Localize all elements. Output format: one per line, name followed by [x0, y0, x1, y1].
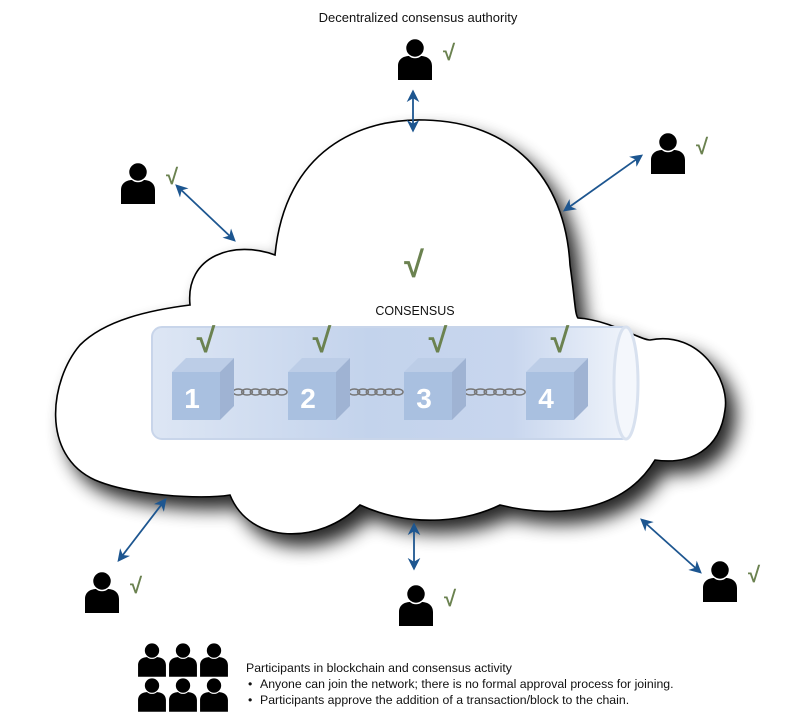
- person-icon: [137, 677, 167, 713]
- consensus-label: CONSENSUS: [375, 304, 454, 318]
- arrow-upper-left: [175, 184, 236, 242]
- legend-bullet: Anyone can join the network; there is no…: [246, 676, 674, 692]
- person-icon: [84, 570, 120, 614]
- participant-bottom-center: √: [398, 583, 457, 627]
- block-3: 3√: [404, 322, 466, 420]
- legend-heading: Participants in blockchain and consensus…: [246, 661, 512, 675]
- participants: √√√√√√: [84, 37, 761, 627]
- block-front-face: [526, 372, 574, 420]
- person-icon: [137, 642, 167, 678]
- participant-check-icon: √: [443, 40, 456, 65]
- block-number: 4: [538, 383, 554, 414]
- block-check-icon: √: [313, 322, 332, 360]
- participant-lower-right: √: [702, 559, 761, 603]
- participant-check-icon: √: [166, 164, 179, 189]
- person-icon: [398, 583, 434, 627]
- block-side-face: [220, 358, 234, 420]
- person-icon: [168, 642, 198, 678]
- participant-upper-left: √: [120, 161, 179, 205]
- block-front-face: [288, 372, 336, 420]
- block-check-icon: √: [551, 322, 570, 360]
- block-number: 2: [300, 383, 316, 414]
- person-icon: [397, 37, 433, 81]
- blocks-group: 1√2√3√4√: [172, 322, 588, 420]
- block-check-icon: √: [197, 322, 216, 360]
- block-top-face: [404, 358, 466, 372]
- block-front-face: [172, 372, 220, 420]
- participant-upper-right: √: [650, 131, 709, 175]
- person-icon: [199, 642, 229, 678]
- block-side-face: [336, 358, 350, 420]
- participant-check-icon: √: [696, 134, 709, 159]
- arrow-lower-right: [640, 518, 702, 574]
- chain-links: [232, 388, 526, 396]
- block-4: 4√: [526, 322, 588, 420]
- block-top-face: [288, 358, 350, 372]
- participant-top: √: [397, 37, 456, 81]
- person-icon: [168, 677, 198, 713]
- block-side-face: [574, 358, 588, 420]
- legend-bullet: Participants approve the addition of a t…: [246, 692, 674, 708]
- participant-check-icon: √: [130, 573, 143, 598]
- blockchain-tube: [151, 325, 640, 441]
- block-check-icon: √: [429, 322, 448, 360]
- legend-bullets: Anyone can join the network; there is no…: [246, 676, 674, 708]
- arrow-lower-left: [117, 498, 167, 562]
- block-number: 3: [416, 383, 432, 414]
- block-top-face: [526, 358, 588, 372]
- participant-check-icon: √: [444, 586, 457, 611]
- arrow-upper-right: [562, 154, 644, 212]
- block-side-face: [452, 358, 466, 420]
- participant-check-icon: √: [748, 562, 761, 587]
- participant-lower-left: √: [84, 570, 143, 614]
- block-front-face: [404, 372, 452, 420]
- person-icon: [702, 559, 738, 603]
- arrows: [117, 89, 702, 574]
- group-of-people-icon: [137, 642, 229, 713]
- block-1: 1√: [172, 322, 234, 420]
- person-icon: [120, 161, 156, 205]
- person-icon: [199, 677, 229, 713]
- block-top-face: [172, 358, 234, 372]
- consensus-check-icon: √: [404, 244, 424, 285]
- block-number: 1: [184, 383, 200, 414]
- diagram-title: Decentralized consensus authority: [318, 10, 518, 25]
- legend: Participants in blockchain and consensus…: [246, 660, 674, 708]
- block-2: 2√: [288, 322, 350, 420]
- person-icon: [650, 131, 686, 175]
